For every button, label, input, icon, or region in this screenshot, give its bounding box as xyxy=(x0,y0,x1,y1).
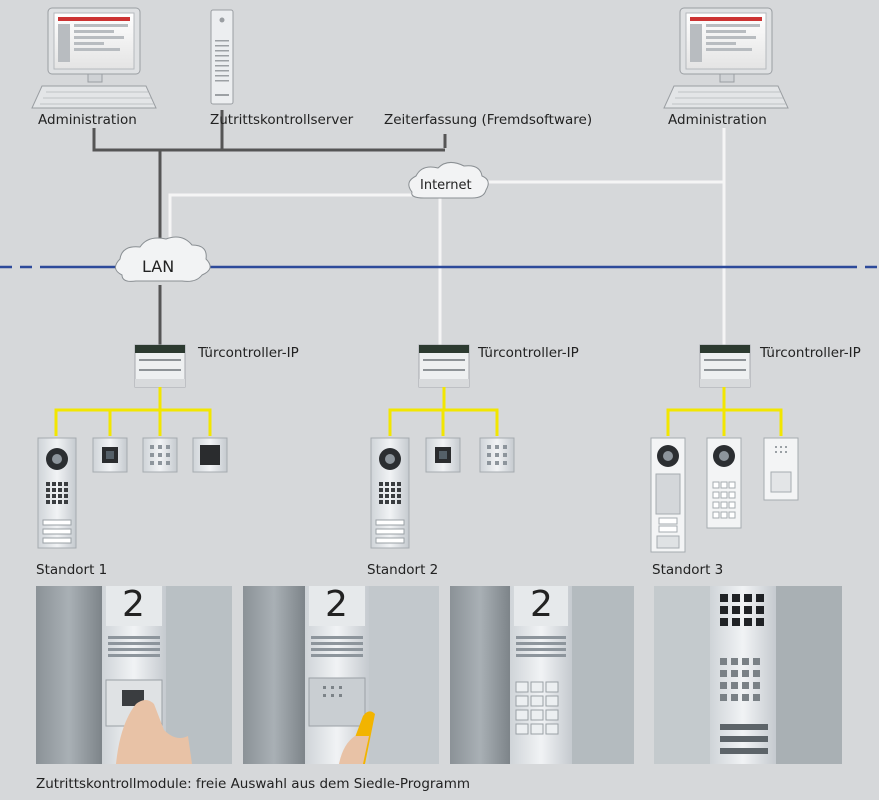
keypad-station-classic xyxy=(706,437,742,529)
house-number-text: 2 xyxy=(530,584,553,625)
caption: Zutrittskontrollmodule: freie Auswahl au… xyxy=(36,776,471,792)
server-icon xyxy=(210,9,234,105)
photo-fingerprint: 2 xyxy=(36,584,232,764)
door-station-panel xyxy=(37,437,77,549)
controller-1-icon xyxy=(134,344,186,388)
controller-2-icon xyxy=(418,344,470,388)
site-3-label: Standort 3 xyxy=(652,562,724,578)
photo-keycard: 2 xyxy=(243,584,439,764)
timekeeping-label: Zeiterfassung (Fremdsoftware) xyxy=(384,112,593,128)
house-number-text: 2 xyxy=(122,584,145,625)
controller-2-label: Türcontroller-IP xyxy=(478,345,579,361)
door-station-panel xyxy=(370,437,410,549)
keypad-module xyxy=(142,437,178,473)
controller-1-label: Türcontroller-IP xyxy=(198,345,299,361)
admin-right-label: Administration xyxy=(668,112,767,128)
lan-wires xyxy=(92,110,445,345)
site-1-label: Standort 1 xyxy=(36,562,108,578)
computer-left-icon xyxy=(31,7,157,109)
site-1-modules xyxy=(37,437,228,549)
admin-left-label: Administration xyxy=(38,112,137,128)
controller-3-label: Türcontroller-IP xyxy=(760,345,861,361)
bus-wires xyxy=(54,387,783,436)
timekeeping-dashed-wire xyxy=(240,128,447,152)
photo-steel-panel xyxy=(654,586,842,764)
lan-cloud xyxy=(115,236,211,282)
keypad-module xyxy=(479,437,515,473)
door-station-classic xyxy=(650,437,686,553)
site-2-modules xyxy=(370,437,515,549)
card-reader-module xyxy=(192,437,228,473)
lan-label: LAN xyxy=(142,257,175,276)
reader-module-classic xyxy=(763,437,799,501)
computer-right-icon xyxy=(663,7,789,109)
server-label: Zutrittskontrollserver xyxy=(210,112,354,128)
site-2-label: Standort 2 xyxy=(367,562,439,578)
internet-label: Internet xyxy=(420,178,472,193)
fingerprint-module xyxy=(92,437,128,473)
internet-cloud xyxy=(408,162,489,199)
photo-keypad: 2 xyxy=(450,584,634,764)
controller-3-icon xyxy=(699,344,751,388)
fingerprint-module xyxy=(425,437,461,473)
house-number-text: 2 xyxy=(325,584,348,625)
site-3-modules xyxy=(650,437,799,553)
internet-wires xyxy=(168,128,726,345)
